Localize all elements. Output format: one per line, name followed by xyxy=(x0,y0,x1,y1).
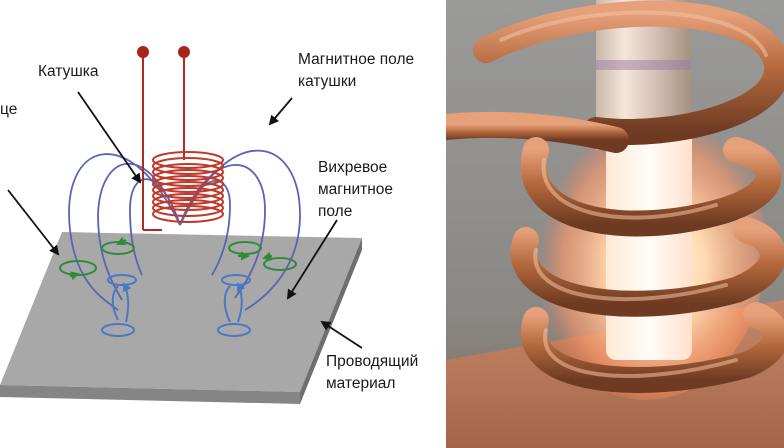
label-conductor-line1: Проводящий xyxy=(326,353,419,370)
label-cut-left: це xyxy=(0,101,18,118)
panel-divider xyxy=(437,0,446,448)
arrow-icon xyxy=(7,189,60,256)
arrow-icon xyxy=(268,97,293,126)
arrow-icon xyxy=(286,219,338,300)
eddy-current-icon xyxy=(263,257,297,271)
coil-icon xyxy=(152,151,224,223)
label-conductor-line2: материал xyxy=(326,375,396,392)
eddy-current-icon xyxy=(101,323,135,337)
metal-rod-hot xyxy=(606,120,692,360)
photo-svg xyxy=(446,0,784,448)
plate-top xyxy=(0,232,362,392)
label-eddy-line2: магнитное xyxy=(318,181,394,198)
terminal-dot-icon xyxy=(178,46,190,58)
induction-heating-coil-photo xyxy=(446,0,784,448)
label-coil-field-line2: катушки xyxy=(298,73,357,90)
eddy-current-icon xyxy=(217,323,251,337)
induction-diagram: це Катушка Магнитное поле катушки Вихрев… xyxy=(0,46,419,404)
label-eddy-line3: поле xyxy=(318,203,353,220)
arrow-icon xyxy=(77,91,142,184)
diagram-svg xyxy=(0,46,363,404)
eddy-current-icon xyxy=(221,274,251,286)
eddy-current-icon xyxy=(107,274,137,286)
label-eddy-line1: Вихревое xyxy=(318,159,388,176)
eddy-currents-surface xyxy=(59,236,297,281)
label-coil-field-line1: Магнитное поле xyxy=(298,51,415,68)
leader-arrows xyxy=(7,91,363,349)
coil-highlights xyxy=(499,10,768,378)
field-line-icon xyxy=(179,164,266,299)
arrow-icon xyxy=(320,320,363,349)
field-line-icon xyxy=(68,153,181,311)
plate-side-front xyxy=(0,385,300,404)
coil-leads xyxy=(137,46,190,231)
conductive-plate xyxy=(0,232,362,404)
field-line-icon xyxy=(97,163,181,301)
label-coil: Катушка xyxy=(38,63,99,80)
terminal-dot-icon xyxy=(137,46,149,58)
eddy-currents-deep xyxy=(101,274,251,337)
copper-coil xyxy=(446,0,784,393)
